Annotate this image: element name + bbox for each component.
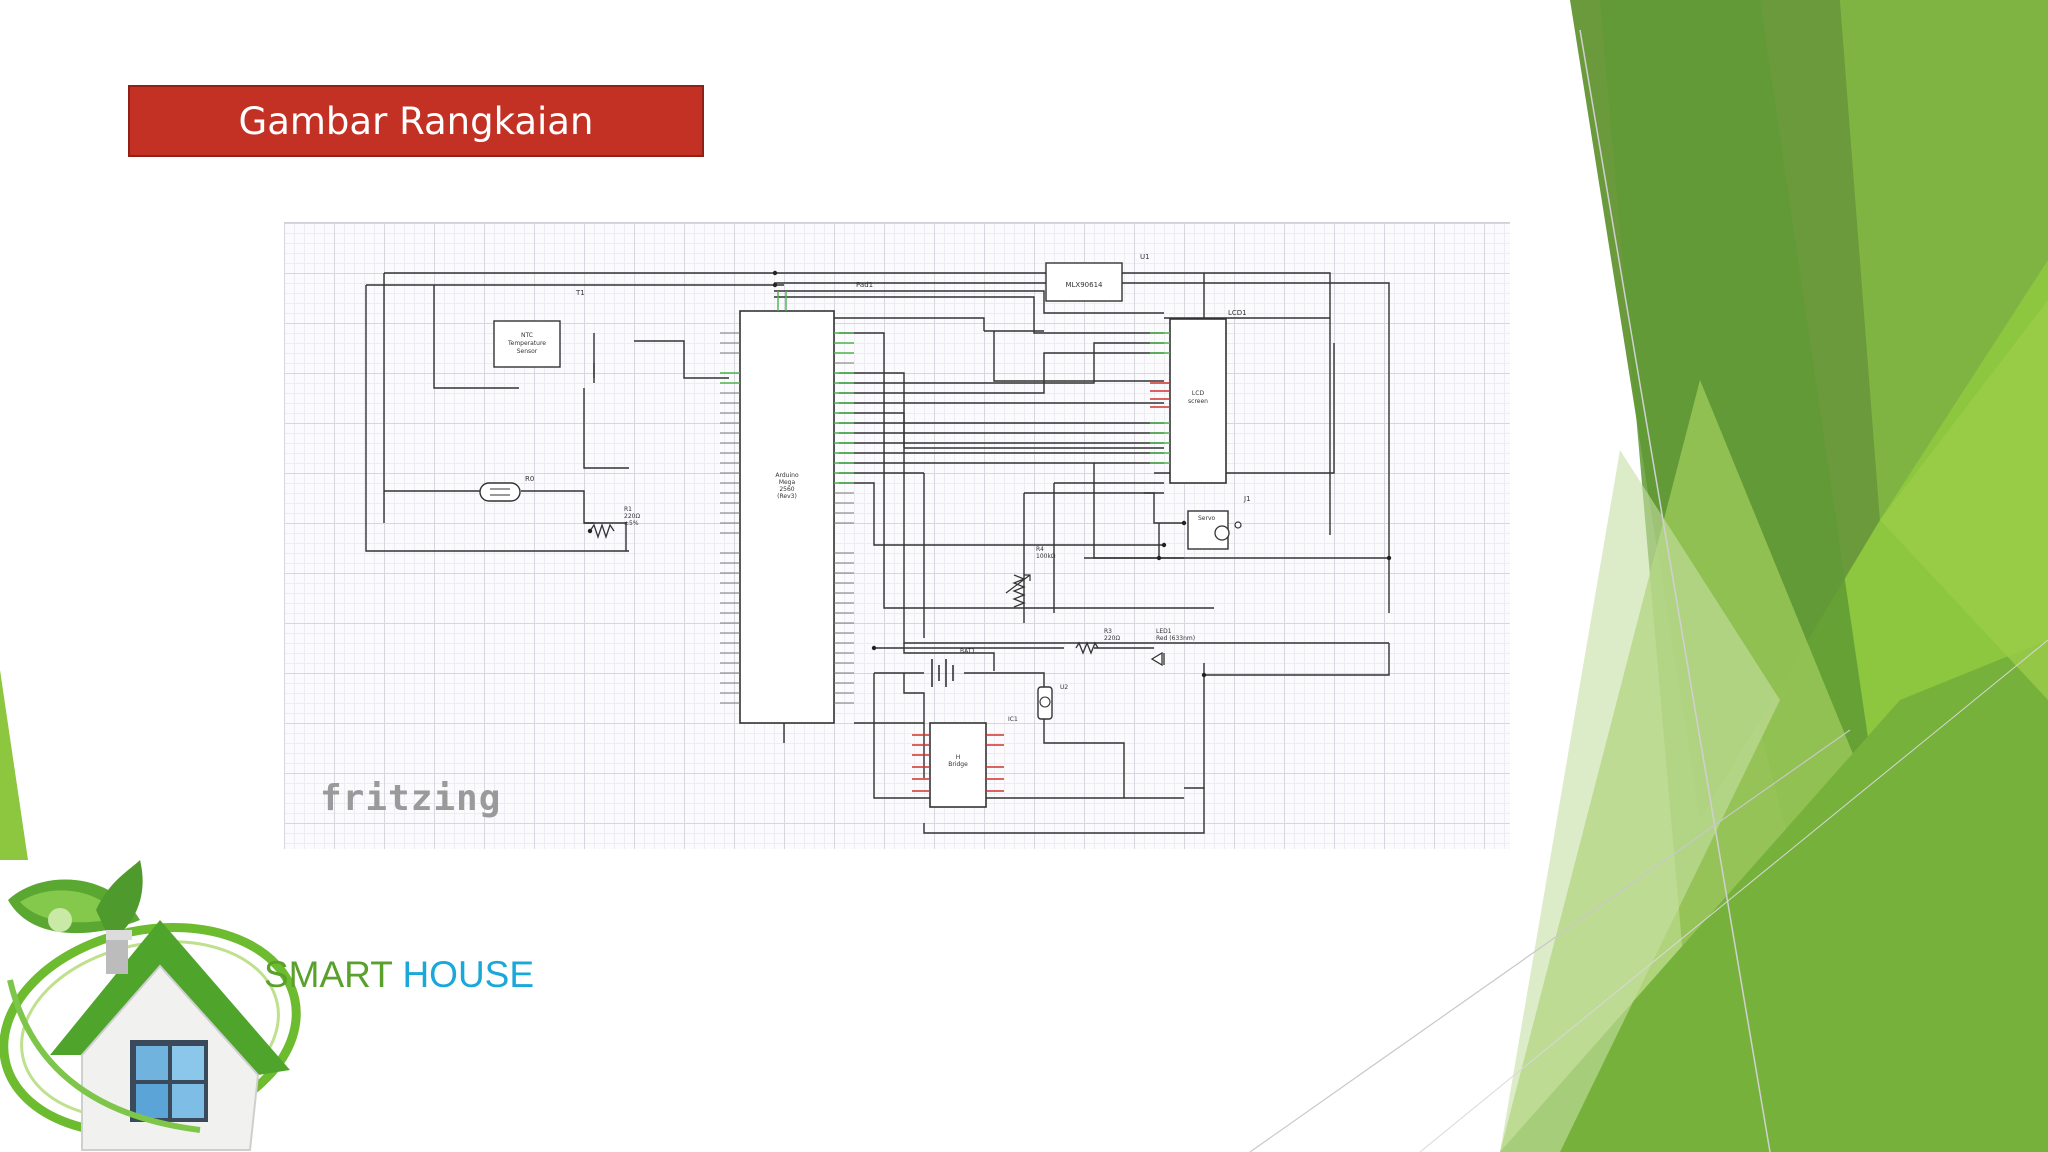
wire-top-1 (384, 272, 1331, 535)
servo-label: Servo (1198, 515, 1216, 522)
wire-lcd-c (839, 352, 1164, 394)
wire-led-gnd (1184, 663, 1205, 789)
pad1-label: Pad1 (856, 281, 873, 289)
wire-led-gnd-2 (1204, 643, 1390, 676)
hbridge-label: H (956, 754, 961, 761)
h-bridge-ic (929, 722, 987, 808)
mlx-label: MLX90614 (1065, 281, 1103, 289)
battery-bat1 (931, 659, 954, 687)
fritzing-watermark: fritzing (320, 778, 502, 819)
ntc-label-2: Temperature (507, 340, 546, 347)
wire-servo-c (1093, 463, 1159, 559)
wire-lcd-b (839, 342, 1164, 384)
r4-value: 100kΩ (1036, 553, 1056, 560)
mcu-label-2: Mega (779, 479, 796, 486)
led1-label: LED1 (1156, 628, 1172, 635)
wire-left-1 (365, 285, 629, 552)
potentiometer-r4 (1012, 574, 1026, 608)
bat1-label: BAT1 (960, 648, 975, 655)
wire-hb-1 (873, 673, 1184, 799)
r4-label: R4 (1036, 546, 1044, 553)
ntc-label: NTC (521, 332, 533, 339)
ldr-sensor (479, 482, 521, 502)
resistor-r3 (1075, 641, 1099, 655)
j1-label: J1 (1243, 495, 1251, 503)
wire-lcd-e (839, 412, 905, 448)
wire-servo-a (1144, 492, 1184, 524)
r1-value: 220Ω (624, 513, 640, 520)
r1-label: R1 (624, 506, 632, 513)
wire-top-3 (774, 282, 1390, 613)
mcu-label-1: Arduino (775, 472, 799, 479)
r1-tolerance: ±5% (624, 520, 639, 527)
wire-servo (839, 482, 1164, 546)
wire-bat-b (964, 672, 1045, 690)
hbridge-label-2: Bridge (948, 761, 968, 768)
wire-motor (1043, 718, 1125, 798)
wire-mcu-led (839, 372, 1389, 644)
mcu-label-3: 2560 (779, 486, 794, 493)
wire-bat-1 (903, 643, 995, 671)
u1-label: U1 (1140, 253, 1150, 261)
led-red (1150, 651, 1165, 667)
slide-title-box: Gambar Rangkaian (128, 85, 704, 157)
u2-label: U2 (1060, 684, 1068, 691)
t1-label: T1 (575, 289, 585, 297)
wire-ldr-2 (521, 490, 594, 524)
circuit-diagram: MLX90614 U1 Pad1 NTC Temperature Sensor … (284, 222, 1510, 849)
wire-mcu-r4 (839, 332, 1214, 609)
r3-label: R3 (1104, 628, 1112, 635)
slide-title: Gambar Rangkaian (238, 99, 594, 143)
r0-label: R0 (525, 475, 534, 483)
lcd-screen-box (1169, 318, 1227, 484)
ic1-label: IC1 (1008, 716, 1018, 723)
arduino-mega-board (739, 310, 835, 724)
lcd-label: LCD (1192, 390, 1205, 397)
mlx-sensor-box (1045, 262, 1123, 302)
resistor-r1 (589, 522, 615, 540)
wire-ntc-3 (583, 388, 629, 469)
led1-value: Red (633nm) (1156, 635, 1195, 642)
wire-left-3 (433, 285, 519, 389)
wire-lcd-a (993, 331, 1164, 382)
wire-servo-b (1158, 523, 1184, 559)
brand-word-smart: SMART (264, 954, 393, 995)
ntc-label-3: Sensor (517, 348, 538, 355)
wire-ntc-1 (634, 340, 729, 379)
smart-house-logo (0, 860, 301, 1151)
brand-text: SMART HOUSE (264, 954, 534, 996)
mcu-label-4: (Rev3) (777, 493, 797, 500)
schematic-svg: MLX90614 U1 Pad1 NTC Temperature Sensor … (365, 253, 1392, 834)
ntc-sensor-box (493, 320, 561, 368)
r3-value: 220Ω (1104, 635, 1120, 642)
wire-mlx-1 (774, 290, 1164, 314)
lcd1-label: LCD1 (1228, 309, 1247, 317)
lcd-label-2: screen (1188, 398, 1208, 405)
wire-hb-gnd (923, 788, 1205, 834)
wire-mlx-2 (774, 296, 1164, 334)
wire-hb-3 (903, 673, 925, 778)
wire-r1-1 (584, 522, 627, 551)
brand-word-house: HOUSE (402, 954, 535, 995)
